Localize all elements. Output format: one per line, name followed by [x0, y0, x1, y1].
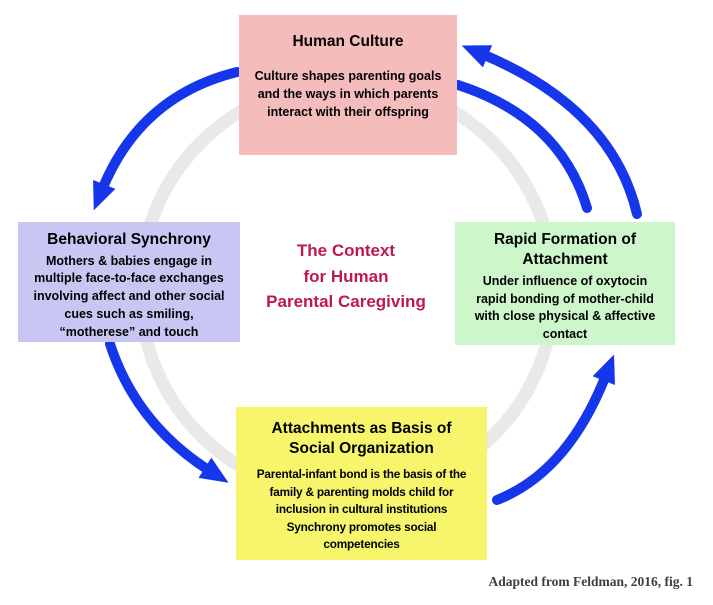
box-behavioral-synchrony-heading: Behavioral Synchrony [47, 231, 211, 248]
arrow-rapid-formation-to-culture [461, 45, 642, 219]
box-behavioral-synchrony-body: Mothers & babies engage in multiple face… [33, 253, 225, 339]
box-behavioral-synchrony: Behavioral Synchrony Mothers & babies en… [18, 222, 240, 342]
box-rapid-formation-body: Under influence of oxytocin rapid bondin… [474, 274, 656, 341]
box-human-culture-heading: Human Culture [292, 33, 404, 50]
box-human-culture: Human Culture Culture shapes parenting g… [239, 15, 457, 155]
box-attachments-body: Parental-infant bond is the basis of the… [256, 467, 467, 551]
arrow-culture-to-synchrony [93, 67, 242, 211]
diagram-title: The Context for Human Parental Caregivin… [266, 241, 426, 311]
box-attachments-heading: Attachments as Basis of Social Organizat… [271, 420, 452, 457]
box-attachments-social-organization: Attachments as Basis of Social Organizat… [236, 407, 487, 560]
box-rapid-formation-of-attachment: Rapid Formation of Attachment Under infl… [455, 222, 675, 345]
box-rapid-formation-heading: Rapid Formation of Attachment [493, 231, 637, 268]
arrow-synchrony-to-attachments [105, 339, 229, 483]
arc-culture-to-rapid-formation [453, 80, 592, 213]
attribution-text: Adapted from Feldman, 2016, fig. 1 [488, 574, 694, 589]
arrow-attachments-to-rapid-formation [492, 354, 615, 505]
box-human-culture-body: Culture shapes parenting goals and the w… [254, 68, 442, 119]
